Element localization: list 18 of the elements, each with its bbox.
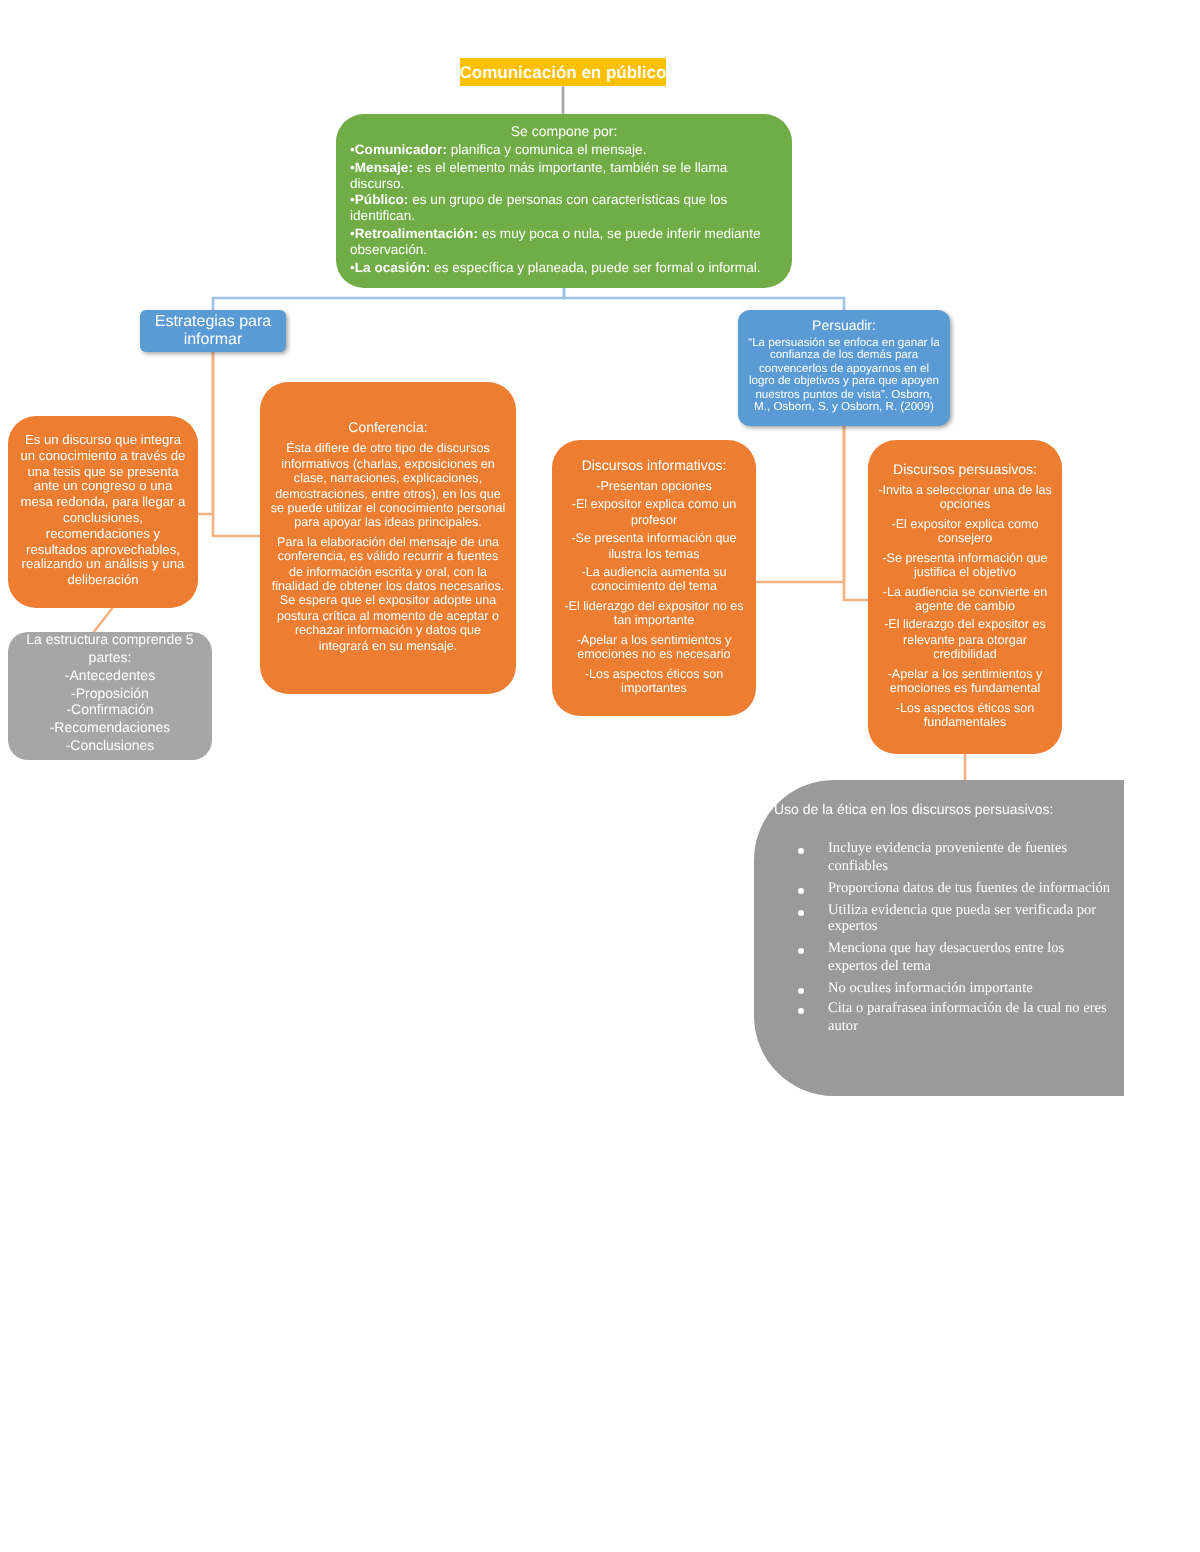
topic-box <box>140 310 286 352</box>
connector-line <box>92 607 114 633</box>
content-box <box>260 382 516 694</box>
content-box <box>8 416 198 608</box>
connector-line <box>211 352 260 538</box>
summary-box <box>336 114 792 288</box>
connector-line <box>561 86 565 114</box>
topic-box <box>738 310 950 426</box>
note-box <box>8 632 212 760</box>
title-box <box>460 58 666 86</box>
title-text: Comunicación en público <box>459 63 667 81</box>
heading-text: Estrategias para informar <box>152 313 274 349</box>
connector-line <box>562 288 846 310</box>
connector-line <box>842 426 868 602</box>
content-box <box>552 440 756 716</box>
note-box <box>754 780 1124 1096</box>
connector-line <box>963 754 967 780</box>
content-box <box>868 440 1062 754</box>
